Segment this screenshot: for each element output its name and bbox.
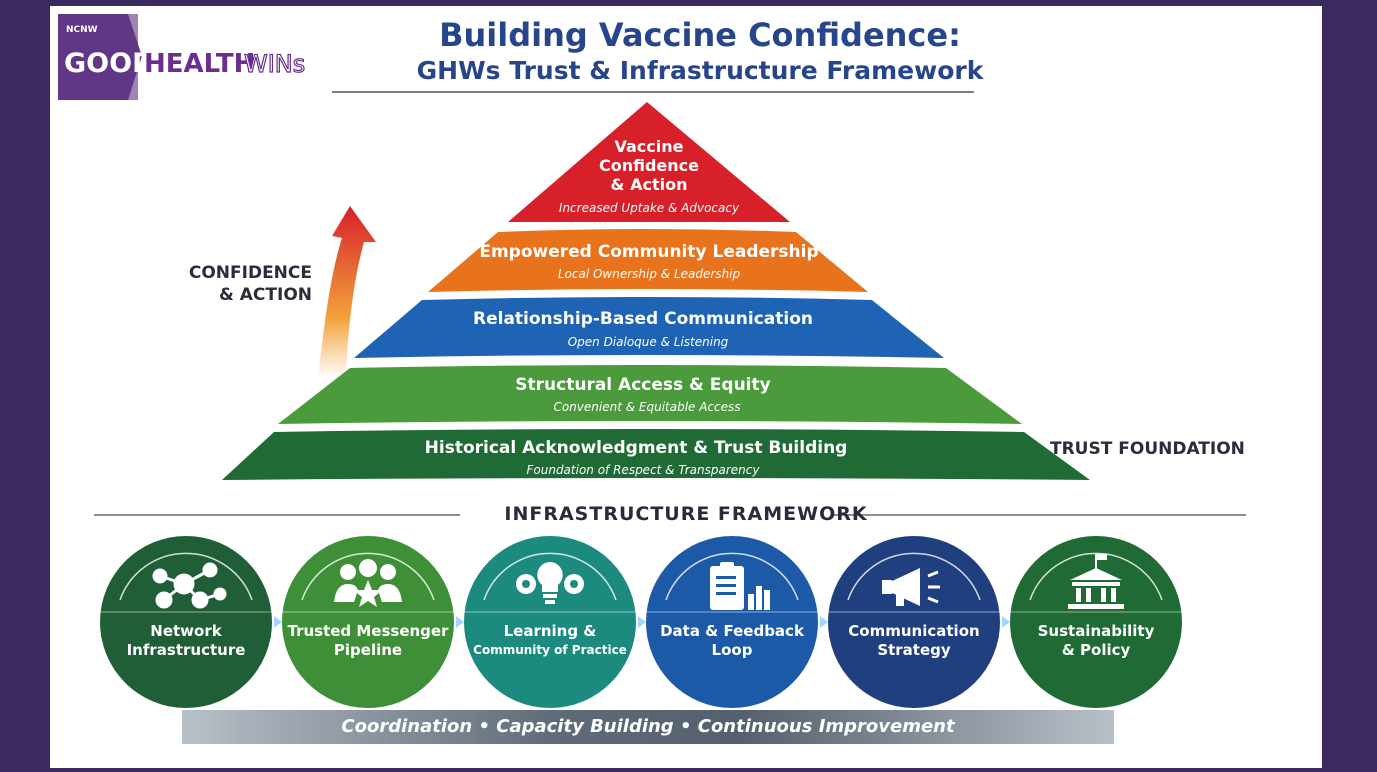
infra-label-line2: Strategy <box>877 641 951 659</box>
pyramid-level-1 <box>508 102 790 222</box>
infra-label-line2: Community of Practice <box>473 643 627 657</box>
infra-label-sustainability: Sustainability & Policy <box>1011 622 1181 660</box>
infra-label-line2: Infrastructure <box>126 641 246 659</box>
logo-ncnw: NCNW <box>66 25 98 35</box>
level-4-title: Structural Access & Equity <box>515 375 770 395</box>
confidence-label-line1: CONFIDENCE <box>188 263 312 283</box>
infra-label-data-feedback: Data & Feedback Loop <box>647 622 817 660</box>
logo-good: GOOD <box>64 48 154 79</box>
infra-label-line2: Loop <box>711 641 753 659</box>
infra-label-line1: Trusted Messenger <box>287 622 449 640</box>
infra-item-network <box>100 536 272 708</box>
infra-rule-right <box>832 514 1246 516</box>
infra-label-line1: Network <box>150 622 222 640</box>
title-divider <box>332 91 974 93</box>
confidence-action-label: CONFIDENCE & ACTION <box>170 262 312 306</box>
people-star-icon <box>334 559 402 607</box>
infra-label-trusted-messenger: Trusted Messenger Pipeline <box>283 622 453 660</box>
clipboard-chart-icon <box>710 562 770 610</box>
infra-label-communication: Communication Strategy <box>829 622 999 660</box>
page-title: Building Vaccine Confidence: <box>439 16 961 54</box>
level-5-title: Historical Acknowledgment & Trust Buildi… <box>425 438 848 458</box>
trust-foundation-label: TRUST FOUNDATION <box>1050 439 1245 459</box>
infrastructure-heading: INFRASTRUCTURE FRAMEWORK <box>504 503 868 525</box>
megaphone-icon <box>882 568 940 606</box>
level-2-subtitle: Local Ownership & Leadership <box>558 267 741 281</box>
pyramid-level-4 <box>278 365 1022 424</box>
pyramid-level-5 <box>222 429 1090 480</box>
pyramid-level-2 <box>428 229 868 292</box>
infra-label-network: Network Infrastructure <box>101 622 271 660</box>
level-3-subtitle: Open Dialoque & Listening <box>568 335 729 349</box>
infra-item-trusted-messenger <box>282 536 454 708</box>
infra-item-learning <box>464 536 636 708</box>
logo-health: HEALTH <box>144 49 255 79</box>
level-3-title: Relationship-Based Communication <box>473 309 813 329</box>
chevron-right-icon <box>638 616 646 628</box>
infra-item-sustainability <box>1010 536 1182 708</box>
infrastructure-circles <box>100 536 1182 708</box>
level-1-title-line3: & Action <box>611 175 688 194</box>
chevron-right-icon <box>1002 616 1010 628</box>
infra-rule-left <box>94 514 460 516</box>
lightbulb-gears-icon <box>516 562 584 604</box>
level-1-title-line1: Vaccine <box>615 137 684 156</box>
chevron-right-icon <box>820 616 828 628</box>
level-4-subtitle: Convenient & Equitable Access <box>553 400 740 414</box>
level-1-subtitle: Increased Uptake & Advocacy <box>559 201 740 215</box>
level-1-title-line2: Confidence <box>599 156 699 175</box>
footer-bar-text: Coordination • Capacity Building • Conti… <box>341 716 955 737</box>
infra-label-line1: Data & Feedback <box>660 622 804 640</box>
government-building-icon <box>1068 554 1124 609</box>
level-5-subtitle: Foundation of Respect & Transparency <box>526 463 760 477</box>
infra-label-line1: Communication <box>848 622 980 640</box>
infra-label-line1: Sustainability <box>1037 622 1155 640</box>
chevron-right-icon <box>274 616 282 628</box>
network-icon <box>152 562 227 609</box>
infra-item-data-feedback <box>646 536 818 708</box>
slide: NCNW GOOD HEALTH WINs Building Vaccine C… <box>50 6 1322 768</box>
logo-wins: WINs <box>244 50 305 78</box>
page-subtitle: GHWs Trust & Infrastructure Framework <box>416 56 984 85</box>
infra-item-communication <box>828 536 1000 708</box>
infra-label-line2: Pipeline <box>333 641 403 659</box>
confidence-arrow-icon <box>318 206 376 378</box>
pyramid-diagram: Vaccine Confidence & Action Increased Up… <box>222 102 1090 480</box>
infra-label-line1: Learning & <box>503 622 597 640</box>
infra-label-learning: Learning & Community of Practice <box>465 622 635 660</box>
confidence-label-line2: & ACTION <box>219 285 312 305</box>
pyramid-level-3 <box>354 297 944 358</box>
good-health-wins-logo: NCNW GOOD HEALTH WINs <box>58 14 306 100</box>
footer-bar: Coordination • Capacity Building • Conti… <box>182 710 1114 744</box>
level-2-title: Empowered Community Leadership <box>479 242 818 262</box>
chevron-right-icon <box>456 616 464 628</box>
infra-label-line2: & Policy <box>1061 641 1131 659</box>
